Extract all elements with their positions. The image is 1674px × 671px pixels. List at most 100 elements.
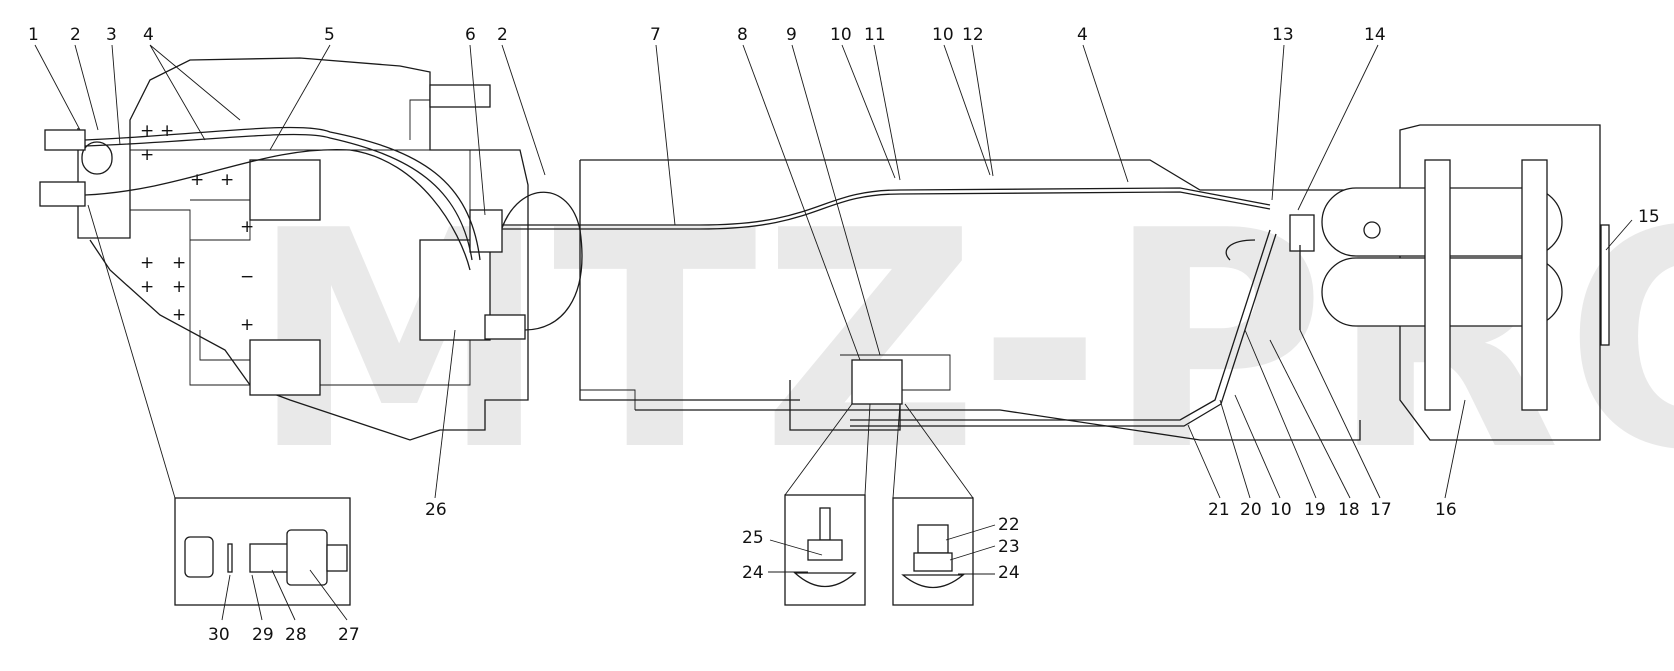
- callout-9: 9: [786, 25, 797, 45]
- callout-30: 30: [208, 625, 230, 645]
- callout-10-right: 10: [932, 25, 954, 45]
- switch-body: [917, 524, 949, 554]
- air-line-sensor-inner: [850, 233, 1277, 427]
- brake-chamber-left: [81, 141, 113, 175]
- pressure-regulator: [429, 84, 491, 108]
- switch-nut: [913, 552, 953, 572]
- air-receivers: [1289, 124, 1610, 441]
- frame-sign-plus: +: [140, 277, 154, 297]
- pressure-sensor-housing: [851, 359, 903, 405]
- air-line-middle: [84, 148, 471, 271]
- receiver-strap-left: [1424, 159, 1451, 411]
- callout-4: 4: [143, 25, 154, 45]
- frame-sign-plus: +: [140, 145, 154, 165]
- air-line-main: [502, 187, 1271, 226]
- receiver-link-pipe: [1600, 224, 1610, 346]
- callout-25: 25: [742, 528, 764, 548]
- receiver-valve: [1289, 214, 1315, 252]
- callout-10: 10: [830, 25, 852, 45]
- frame-sign-plus: +: [160, 121, 174, 141]
- fitting-seal-ring: [227, 543, 233, 573]
- frame-sign-plus: +: [172, 277, 186, 297]
- detail-box-left: [174, 497, 351, 606]
- detail-sensor-left: [784, 403, 871, 606]
- frame-sign-plus: +: [240, 217, 254, 237]
- frame-sign-plus: +: [190, 170, 204, 190]
- detail-leader-right: [892, 403, 974, 499]
- air-line-sensor: [850, 229, 1271, 421]
- callout-22: 22: [998, 515, 1020, 535]
- frame-sign-plus: +: [240, 315, 254, 335]
- receiver-strap-right: [1521, 159, 1548, 411]
- air-line-upper: [84, 126, 481, 261]
- air-line-loop: [501, 191, 583, 331]
- valve-block-lower: [249, 339, 321, 396]
- air-lines: [84, 126, 1301, 427]
- fitting-cap: [184, 536, 214, 578]
- callout-28: 28: [285, 625, 307, 645]
- fitting-nipple: [249, 543, 293, 573]
- callout-14: 14: [1364, 25, 1386, 45]
- callout-19: 19: [1304, 500, 1326, 520]
- callout-2: 2: [70, 25, 81, 45]
- frame-sign-plus: +: [140, 253, 154, 273]
- callout-21: 21: [1208, 500, 1230, 520]
- fitting-pipe: [326, 544, 348, 572]
- detail-leader-left: [87, 204, 176, 499]
- air-line-main-inner: [502, 191, 1271, 230]
- callout-18: 18: [1338, 500, 1360, 520]
- callout-3: 3: [106, 25, 117, 45]
- leader-lines: [34, 44, 1633, 621]
- detail-box-mid: [784, 494, 866, 606]
- frame-sign-plus: +: [220, 170, 234, 190]
- callout-16: 16: [1435, 500, 1457, 520]
- fitting-nut: [286, 529, 328, 586]
- switch-base: [901, 574, 965, 588]
- callout-29: 29: [252, 625, 274, 645]
- callout-26: 26: [425, 500, 447, 520]
- callout-6: 6: [465, 25, 476, 45]
- frame-sign-plus: +: [172, 253, 186, 273]
- callout-7: 7: [650, 25, 661, 45]
- callout-numbers: 1 2 3 4 5 6 2 7 8 9 10 11 10 12 4 13 14 …: [28, 25, 1660, 645]
- coupling-head-lower: [484, 314, 526, 340]
- callout-12: 12: [962, 25, 984, 45]
- frame-sign-minus: −: [240, 267, 254, 287]
- callout-2-center: 2: [497, 25, 508, 45]
- callout-11: 11: [864, 25, 886, 45]
- callout-17: 17: [1370, 500, 1392, 520]
- air-line-upper-inner: [84, 133, 473, 261]
- callout-13: 13: [1272, 25, 1294, 45]
- callout-8: 8: [737, 25, 748, 45]
- sensor-base: [793, 572, 857, 587]
- valve-block-upper: [249, 159, 321, 221]
- callout-24-right: 24: [998, 563, 1020, 583]
- callout-4-right: 4: [1077, 25, 1088, 45]
- detail-sensor-right: [892, 403, 974, 606]
- callout-23: 23: [998, 537, 1020, 557]
- hose-connector-top: [44, 129, 86, 151]
- callout-27: 27: [338, 625, 360, 645]
- chassis-frame: [579, 159, 1420, 441]
- detail-fitting-assembly: [87, 204, 351, 606]
- coupling-head-upper: [469, 209, 503, 253]
- detail-leader-mid: [784, 403, 871, 496]
- hose-clamp-line: [1225, 239, 1256, 261]
- frame-sign-plus: +: [172, 305, 186, 325]
- callout-5: 5: [324, 25, 335, 45]
- callout-20: 20: [1240, 500, 1262, 520]
- drain-valve: [1363, 221, 1381, 239]
- frame-sign-group: + + + + + + + + + + + + −: [140, 121, 254, 335]
- callout-10-bottom: 10: [1270, 500, 1292, 520]
- sensor-nut: [807, 539, 843, 561]
- sensor-stem: [819, 507, 831, 541]
- hose-connector-bottom: [39, 181, 86, 207]
- callout-1: 1: [28, 25, 39, 45]
- callout-15: 15: [1638, 207, 1660, 227]
- callout-24: 24: [742, 563, 764, 583]
- brake-valve-assembly: [419, 239, 491, 341]
- cab-outline: + + + + + + + + + + + + −: [39, 57, 529, 441]
- frame-sign-plus: +: [140, 121, 154, 141]
